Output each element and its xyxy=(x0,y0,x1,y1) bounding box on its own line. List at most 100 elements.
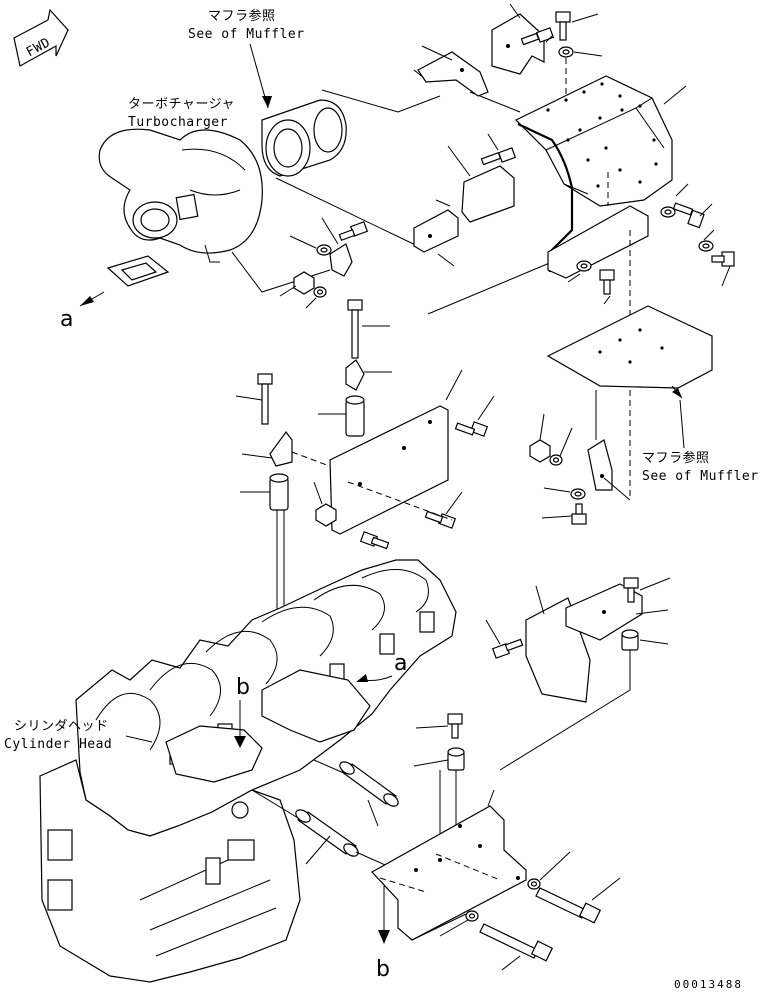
bolt-part xyxy=(599,269,615,295)
leader-line xyxy=(543,487,571,493)
bolt-part xyxy=(424,510,457,529)
assembly-line xyxy=(321,89,441,113)
leader-line xyxy=(421,45,453,61)
washer-part xyxy=(313,286,327,298)
leader-line xyxy=(279,285,297,297)
leader-line xyxy=(721,265,731,287)
muffler-bracket-plate-part xyxy=(546,305,713,389)
leader-line xyxy=(559,427,573,457)
leader-line xyxy=(241,453,273,459)
head-leader xyxy=(125,735,153,743)
leader-line xyxy=(305,835,331,865)
washer-part xyxy=(698,240,714,252)
leader-line xyxy=(289,235,317,249)
leader-line xyxy=(675,183,689,197)
gasket-part xyxy=(106,255,170,287)
leader-line xyxy=(539,851,571,881)
leader-line xyxy=(663,85,687,105)
document-number: 00013488 xyxy=(674,978,743,991)
leader-line xyxy=(703,229,715,241)
center-line xyxy=(379,877,427,893)
washer-part xyxy=(660,206,676,218)
leader-line xyxy=(699,203,713,217)
leader-line xyxy=(447,145,471,177)
washer-part xyxy=(527,878,541,890)
bracket-part xyxy=(491,13,545,75)
nut-part xyxy=(315,503,337,527)
bolt-part xyxy=(571,503,587,525)
leader-line xyxy=(509,3,521,19)
ref-a-left-label: a xyxy=(60,307,73,332)
leader-line xyxy=(541,515,573,519)
bracket-part xyxy=(587,439,613,491)
leader-line xyxy=(639,639,669,645)
clamp-part xyxy=(345,359,365,391)
head-jp-label: シリンダヘッド xyxy=(14,719,109,734)
clamp-part xyxy=(329,243,353,277)
arrow-a-icon xyxy=(80,296,94,306)
leader-line xyxy=(591,877,621,901)
assembly-line xyxy=(251,789,299,819)
assembly-line xyxy=(313,759,347,775)
turbocharger-part xyxy=(98,128,263,263)
arrow-a-icon xyxy=(356,674,368,682)
mounting-plate-part xyxy=(371,805,527,941)
washer-part xyxy=(576,260,592,272)
arrow-b-icon xyxy=(234,736,246,748)
stud-bolt-part xyxy=(347,299,363,359)
bracket-part xyxy=(417,51,489,97)
leader-line xyxy=(235,395,263,401)
leader-line xyxy=(545,35,553,43)
leader-line xyxy=(573,51,603,57)
leader-line xyxy=(413,759,449,767)
leader-line xyxy=(603,295,611,305)
bolt-part xyxy=(623,577,639,603)
nut-part xyxy=(293,271,315,295)
assembly-line xyxy=(275,177,427,251)
leader-line xyxy=(487,789,495,807)
leader-line xyxy=(305,297,317,309)
leader-line xyxy=(415,725,449,729)
washer-part xyxy=(316,244,332,256)
leader-arrowhead-icon xyxy=(672,388,682,398)
leader-line xyxy=(571,13,599,23)
leader-line xyxy=(567,273,581,283)
spacer-part xyxy=(621,629,639,651)
bolt-part xyxy=(711,251,735,267)
bracket-part xyxy=(565,583,643,641)
assembly-line xyxy=(499,650,631,771)
leader-line xyxy=(367,799,379,827)
leader-line xyxy=(635,609,669,615)
leader-line xyxy=(603,477,631,501)
leader-line xyxy=(445,369,463,401)
leader-line xyxy=(679,399,685,449)
bolt-part xyxy=(491,638,524,659)
leader-line xyxy=(445,491,463,515)
arrow-b-icon xyxy=(378,930,390,944)
spacer-part xyxy=(269,473,289,511)
leader-line xyxy=(435,199,451,207)
tube-spacer-part xyxy=(295,809,359,857)
leader-line xyxy=(411,913,467,941)
muffler-top-en-label: See of Muffler xyxy=(188,27,305,42)
fwd-arrow-icon: FWD xyxy=(13,8,69,67)
muffler-right-jp-label: マフラ参照 xyxy=(642,450,710,466)
ref-a-mid-label: a xyxy=(394,651,407,676)
washer-part xyxy=(558,46,574,58)
leader-line xyxy=(487,133,499,151)
leader-line xyxy=(413,69,425,79)
head-en-label: Cylinder Head xyxy=(4,737,112,752)
muffler-top-jp-label: マフラ参照 xyxy=(208,8,276,24)
leader-line xyxy=(477,395,495,421)
bracket-part xyxy=(413,165,515,253)
ref-b-bottom-label: b xyxy=(376,957,390,982)
tube-spacer-part xyxy=(339,761,399,807)
exhaust-adapter-part xyxy=(261,99,347,177)
cover-plate-part xyxy=(329,405,449,535)
assembly-line xyxy=(427,261,553,315)
leader-line xyxy=(321,217,339,245)
leader-line xyxy=(313,481,323,505)
leader-line xyxy=(437,253,455,267)
leader-line xyxy=(439,919,469,937)
muffler-right-en-label: See of Muffler xyxy=(642,469,759,484)
